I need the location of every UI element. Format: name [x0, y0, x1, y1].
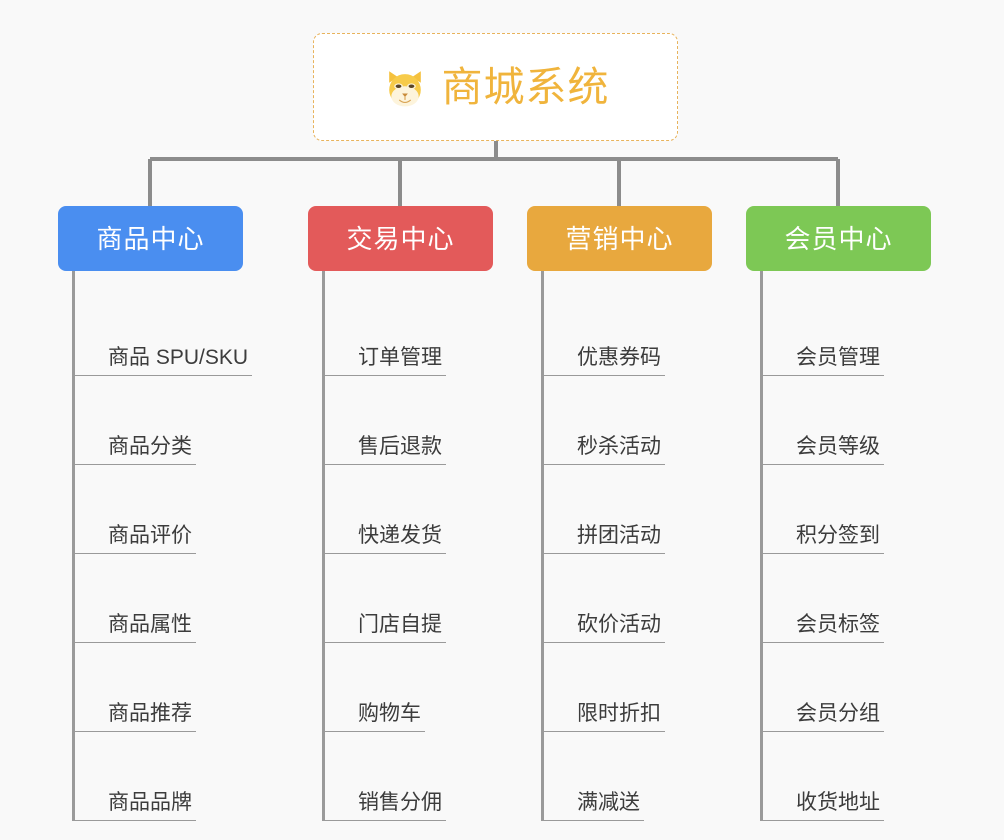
- list-item[interactable]: 商品属性: [72, 554, 246, 643]
- leaf-label: 商品属性: [72, 613, 196, 643]
- leaf-label: 商品品牌: [72, 791, 196, 821]
- branch-header-1[interactable]: 交易中心: [308, 206, 493, 271]
- list-item[interactable]: 销售分佣: [322, 732, 496, 821]
- list-item[interactable]: 商品推荐: [72, 643, 246, 732]
- branch-column-3: 会员中心 会员管理 会员等级 积分签到 会员标签 会员分组 收货地址: [746, 206, 931, 821]
- leaf-list-3: 会员管理 会员等级 积分签到 会员标签 会员分组 收货地址: [760, 271, 934, 821]
- leaf-list-2: 优惠券码 秒杀活动 拼团活动 砍价活动 限时折扣 满减送: [541, 271, 715, 821]
- branch-header-label: 商品中心: [96, 223, 205, 254]
- branch-column-0: 商品中心 商品 SPU/SKU 商品分类 商品评价 商品属性 商品推荐 商品品牌: [58, 206, 253, 821]
- root-title-label: 商城系统: [441, 63, 610, 110]
- list-item[interactable]: 商品评价: [72, 465, 246, 554]
- leaf-list-1: 订单管理 售后退款 快递发货 门店自提 购物车 销售分佣: [322, 271, 496, 821]
- leaf-label: 订单管理: [322, 346, 446, 376]
- leaf-label: 满减送: [541, 791, 644, 821]
- leaf-label: 拼团活动: [541, 524, 665, 554]
- list-item[interactable]: 会员等级: [760, 376, 934, 465]
- leaf-label: 会员标签: [760, 613, 884, 643]
- list-item[interactable]: 会员管理: [760, 287, 934, 376]
- leaf-label: 门店自提: [322, 613, 446, 643]
- list-item[interactable]: 订单管理: [322, 287, 496, 376]
- leaf-label: 会员管理: [760, 346, 884, 376]
- branch-header-label: 交易中心: [346, 223, 455, 254]
- leaf-label: 商品 SPU/SKU: [72, 346, 253, 376]
- list-item[interactable]: 商品 SPU/SKU: [72, 287, 253, 376]
- branch-header-label: 会员中心: [784, 223, 893, 254]
- leaf-label: 售后退款: [322, 435, 446, 465]
- list-item[interactable]: 会员分组: [760, 643, 934, 732]
- list-item[interactable]: 快递发货: [322, 465, 496, 554]
- list-item[interactable]: 收货地址: [760, 732, 934, 821]
- branch-header-0[interactable]: 商品中心: [58, 206, 243, 271]
- list-item[interactable]: 积分签到: [760, 465, 934, 554]
- leaf-label: 销售分佣: [322, 791, 446, 821]
- list-item[interactable]: 秒杀活动: [541, 376, 715, 465]
- branch-header-3[interactable]: 会员中心: [746, 206, 931, 271]
- root-title-node: 商城系统: [313, 33, 678, 141]
- branch-column-1: 交易中心 订单管理 售后退款 快递发货 门店自提 购物车 销售分佣: [308, 206, 493, 821]
- leaf-label: 购物车: [322, 702, 425, 732]
- branch-header-label: 营销中心: [565, 223, 674, 254]
- leaf-label: 限时折扣: [541, 702, 665, 732]
- leaf-label: 会员分组: [760, 702, 884, 732]
- list-item[interactable]: 商品分类: [72, 376, 246, 465]
- leaf-label: 秒杀活动: [541, 435, 665, 465]
- leaf-label: 收货地址: [760, 791, 884, 821]
- list-item[interactable]: 门店自提: [322, 554, 496, 643]
- list-item[interactable]: 购物车: [322, 643, 496, 732]
- leaf-label: 积分签到: [760, 524, 884, 554]
- leaf-label: 优惠券码: [541, 346, 665, 376]
- list-item[interactable]: 售后退款: [322, 376, 496, 465]
- leaf-label: 会员等级: [760, 435, 884, 465]
- branch-header-2[interactable]: 营销中心: [527, 206, 712, 271]
- leaf-label: 商品推荐: [72, 702, 196, 732]
- leaf-label: 砍价活动: [541, 613, 665, 643]
- shiba-dog-icon: [388, 71, 421, 107]
- list-item[interactable]: 拼团活动: [541, 465, 715, 554]
- branch-column-2: 营销中心 优惠券码 秒杀活动 拼团活动 砍价活动 限时折扣 满减送: [527, 206, 712, 821]
- list-item[interactable]: 会员标签: [760, 554, 934, 643]
- list-item[interactable]: 砍价活动: [541, 554, 715, 643]
- leaf-list-0: 商品 SPU/SKU 商品分类 商品评价 商品属性 商品推荐 商品品牌: [72, 271, 253, 821]
- list-item[interactable]: 限时折扣: [541, 643, 715, 732]
- list-item[interactable]: 满减送: [541, 732, 715, 821]
- list-item[interactable]: 商品品牌: [72, 732, 246, 821]
- leaf-label: 快递发货: [322, 524, 446, 554]
- leaf-label: 商品评价: [72, 524, 196, 554]
- list-item[interactable]: 优惠券码: [541, 287, 715, 376]
- leaf-label: 商品分类: [72, 435, 196, 465]
